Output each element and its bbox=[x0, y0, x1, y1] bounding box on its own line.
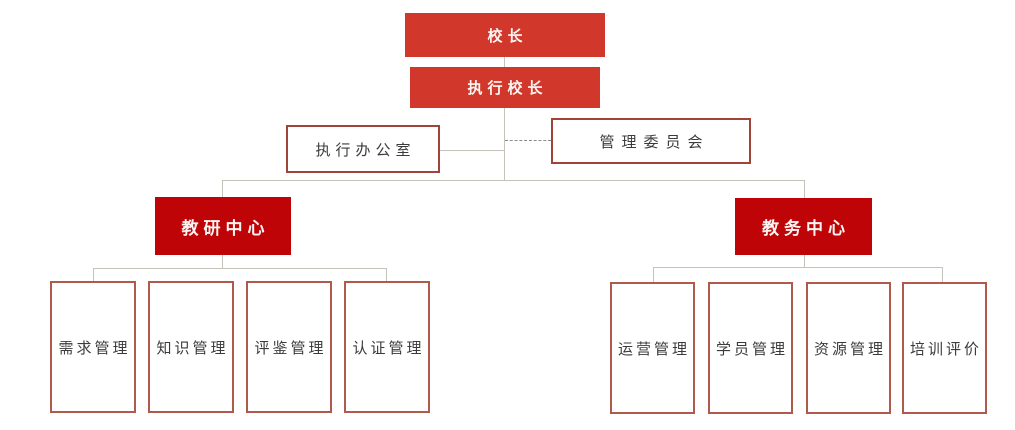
node-operations-management: 运营管理 bbox=[610, 282, 695, 414]
connector-drop-left-center bbox=[222, 180, 223, 197]
connector-drop-right-center bbox=[804, 180, 805, 198]
node-principal: 校长 bbox=[405, 13, 605, 57]
node-student-management: 学员管理 bbox=[708, 282, 793, 414]
connector-right-subtree-drop1 bbox=[653, 267, 654, 282]
connector-office-solid bbox=[440, 150, 505, 151]
node-certification-management: 认证管理 bbox=[344, 281, 430, 413]
connector-left-subtree-drop2 bbox=[386, 268, 387, 281]
connector-main-horizontal bbox=[222, 180, 805, 181]
connector-right-subtree-vertical bbox=[804, 255, 805, 267]
connector-left-subtree-drop1 bbox=[93, 268, 94, 281]
node-executive-principal: 执行校长 bbox=[410, 67, 600, 108]
connector-right-subtree-drop2 bbox=[942, 267, 943, 282]
connector-trunk-vertical bbox=[504, 108, 505, 180]
connector-left-subtree-horizontal bbox=[93, 268, 387, 269]
connector-right-subtree-horizontal bbox=[653, 267, 943, 268]
node-demand-management: 需求管理 bbox=[50, 281, 136, 413]
connector-left-subtree-vertical bbox=[222, 255, 223, 268]
node-teaching-research-center: 教研中心 bbox=[155, 197, 291, 255]
node-training-evaluation: 培训评价 bbox=[902, 282, 987, 414]
node-academic-affairs-center: 教务中心 bbox=[735, 198, 872, 255]
node-resource-management: 资源管理 bbox=[806, 282, 891, 414]
node-evaluation-management: 评鉴管理 bbox=[246, 281, 332, 413]
connector-principal-to-exec bbox=[504, 57, 505, 67]
node-knowledge-management: 知识管理 bbox=[148, 281, 234, 413]
node-executive-office: 执行办公室 bbox=[286, 125, 440, 173]
node-management-committee: 管理委员会 bbox=[551, 118, 751, 164]
connector-committee-dashed bbox=[505, 140, 551, 141]
